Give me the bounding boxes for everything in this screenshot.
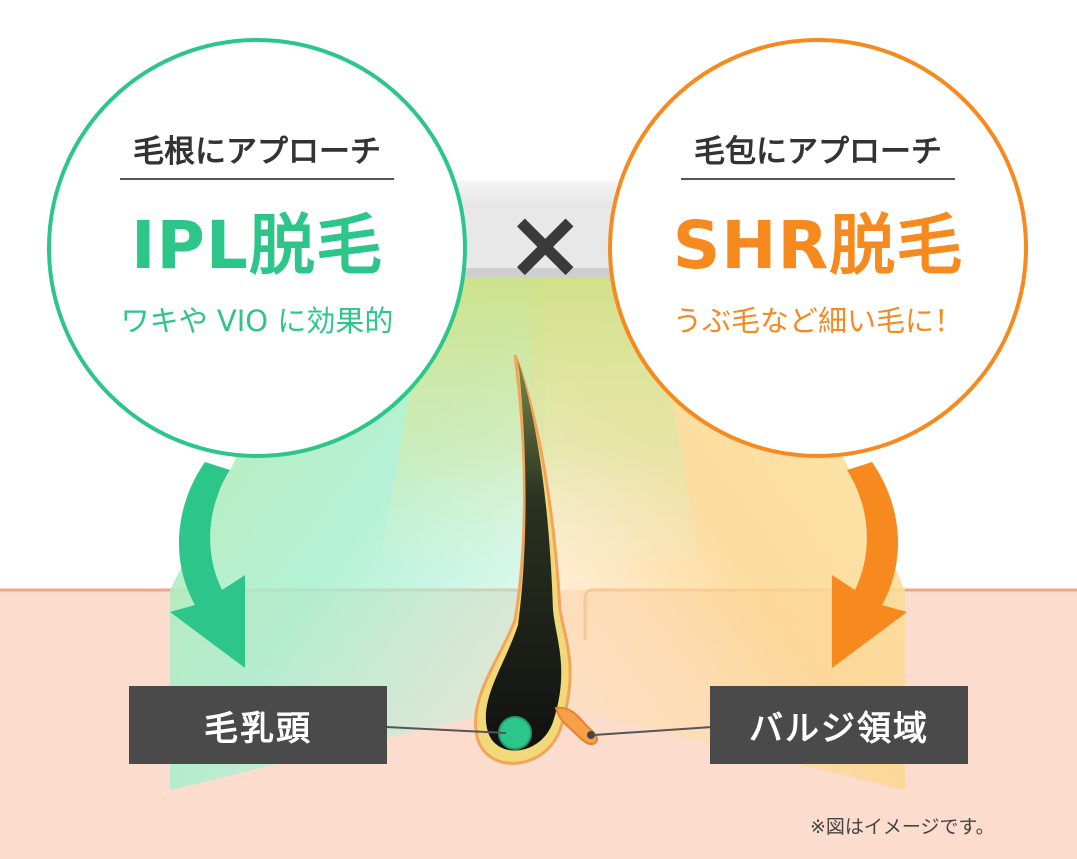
shr-circle [608,38,1028,458]
bulge-leader-line [593,726,713,736]
device-head-edge [258,268,818,278]
image-note: ※図はイメージです。 [810,816,995,838]
center-light-beam [380,278,700,560]
ipl-divider [120,178,394,180]
hair-shaft [485,360,562,751]
ipl-title: IPL脱毛 [131,207,383,284]
ipl-subtitle: 毛根にアプローチ [133,134,381,170]
papilla-label: 毛乳頭 [129,686,387,764]
shr-divider [681,178,955,180]
bulge-pointer-dot [587,731,595,739]
shr-caption: うぶ毛など細い毛に！ [672,304,963,338]
ipl-arrow [170,462,245,668]
ipl-circle [47,38,467,458]
bulge-region [554,706,598,746]
shr-subtitle: 毛包にアプローチ [694,134,942,170]
shr-arrow [832,462,907,668]
shr-title: SHR脱毛 [672,207,964,284]
ipl-caption: ワキや VIO に効果的 [120,304,394,338]
times-sign: × [505,188,586,300]
bulge-label: バルジ領域 [710,686,968,764]
papilla-leader-line [385,726,507,734]
